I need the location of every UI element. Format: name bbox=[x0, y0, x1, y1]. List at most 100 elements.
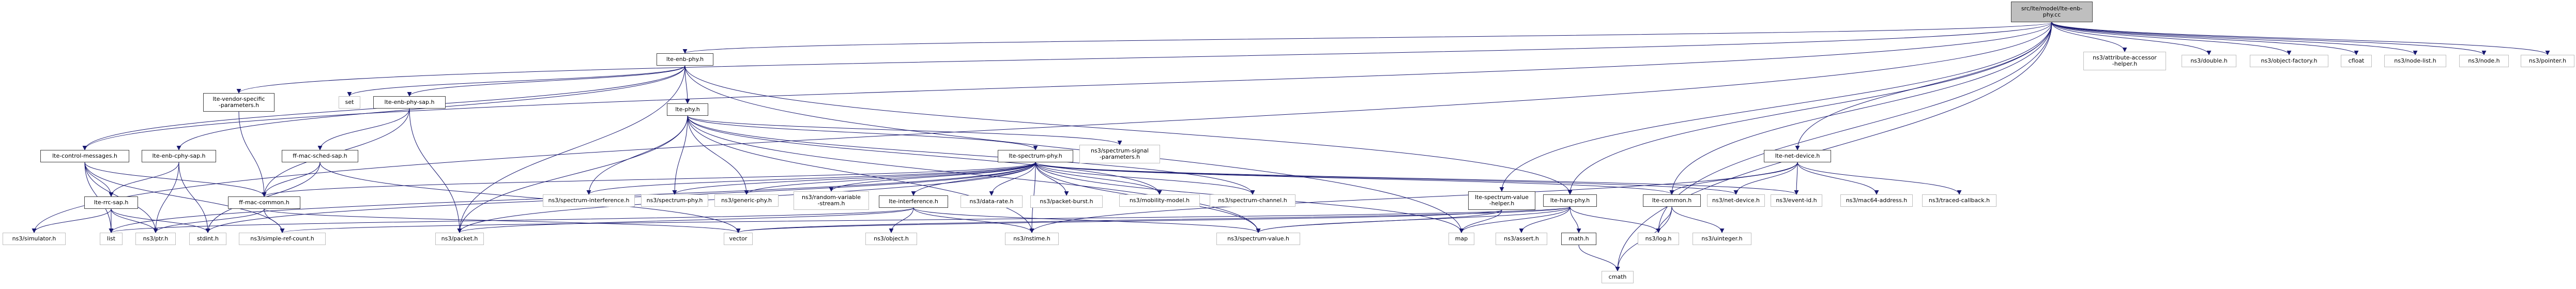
edge-lte-spectrum-phy-h-to-ns3-generic-phy-h bbox=[744, 162, 1036, 195]
node-ns3-simulator-h[interactable]: ns3/simulator.h bbox=[3, 233, 66, 245]
node-ns3-spectrum-channel-h[interactable]: ns3/spectrum-channel.h bbox=[1210, 194, 1295, 207]
node-lte-control-messages-h[interactable]: lte-control-messages.h bbox=[40, 150, 129, 162]
node-lte-harq-phy-h[interactable]: lte-harq-phy.h bbox=[1543, 194, 1597, 207]
edge-lte-enb-phy-h-to-map bbox=[684, 65, 1464, 233]
node-ns3-double-h[interactable]: ns3/double.h bbox=[2182, 55, 2236, 67]
node-ns3-packet-h[interactable]: ns3/packet.h bbox=[435, 233, 484, 245]
edge-lte-spectrum-phy-h-to-ns3-random-variable-stream-h bbox=[829, 162, 1036, 192]
edge-root-to-ns3-pointer-h bbox=[2051, 22, 2550, 55]
node-map[interactable]: map bbox=[1449, 233, 1474, 245]
node-math-h[interactable]: math.h bbox=[1561, 233, 1596, 245]
node-vector[interactable]: vector bbox=[724, 233, 753, 245]
node-ns3-mac64-address-h[interactable]: ns3/mac64-address.h bbox=[1840, 194, 1913, 207]
edge-lte-rrc-sap-h-to-ns3-simulator-h bbox=[32, 208, 112, 233]
edge-lte-net-device-h-to-ns3-traced-callback-h bbox=[1797, 162, 1962, 195]
node-lte-common-h[interactable]: lte-common.h bbox=[1643, 194, 1701, 207]
node-lte-net-device-h[interactable]: lte-net-device.h bbox=[1764, 150, 1831, 162]
node-ns3-nstime-h[interactable]: ns3/nstime.h bbox=[1005, 233, 1059, 245]
edge-lte-enb-phy-sap-h-to-ns3-packet-h bbox=[409, 108, 462, 233]
edge-lte-enb-phy-h-to-lte-enb-phy-sap-h bbox=[407, 65, 685, 97]
node-set[interactable]: set bbox=[339, 96, 360, 109]
node-ns3-attribute-accessor-helper-h[interactable]: ns3/attribute-accessor -helper.h bbox=[2083, 52, 2166, 70]
edge-lte-harq-phy-h-to-vector bbox=[736, 206, 1571, 233]
node-ns3-generic-phy-h[interactable]: ns3/generic-phy.h bbox=[714, 194, 779, 207]
node-lte-vendor-specific-parameters-h[interactable]: lte-vendor-specific -parameters.h bbox=[203, 93, 275, 112]
node-list[interactable]: list bbox=[100, 233, 123, 245]
node-ns3-net-device-h[interactable]: ns3/net-device.h bbox=[1707, 194, 1765, 207]
edge-lte-harq-phy-h-to-ns3-log-h bbox=[1569, 206, 1661, 233]
node-ff-mac-sched-sap-h[interactable]: ff-mac-sched-sap.h bbox=[282, 150, 358, 162]
node-lte-enb-cphy-sap-h[interactable]: lte-enb-cphy-sap.h bbox=[142, 150, 216, 162]
node-stdint-h[interactable]: stdint.h bbox=[189, 233, 226, 245]
edge-lte-harq-phy-h-to-ns3-spectrum-value-h bbox=[1256, 206, 1571, 233]
edge-lte-spectrum-phy-h-to-ns3-spectrum-interference-h bbox=[586, 162, 1036, 195]
edge-lte-common-h-to-ns3-log-h bbox=[1656, 206, 1672, 233]
edge-ff-mac-common-h-to-vector bbox=[264, 208, 741, 233]
node-ns3-node-list-h[interactable]: ns3/node-list.h bbox=[2384, 55, 2446, 67]
edge-math-h-to-cmath bbox=[1578, 245, 1620, 271]
edge-lte-spectrum-phy-h-to-ns3-spectrum-phy-h bbox=[672, 162, 1036, 195]
node-cmath[interactable]: cmath bbox=[1602, 271, 1634, 283]
node-lte-rrc-sap-h[interactable]: lte-rrc-sap.h bbox=[84, 196, 138, 209]
edge-lte-net-device-h-to-lte-common-h bbox=[1669, 162, 1798, 195]
edge-lte-spectrum-phy-h-to-ns3-spectrum-channel-h bbox=[1035, 162, 1255, 195]
edge-lte-enb-phy-h-to-lte-phy-h bbox=[684, 65, 690, 104]
edge-lte-enb-phy-h-to-set bbox=[347, 65, 685, 97]
node-ns3-traced-callback-h[interactable]: ns3/traced-callback.h bbox=[1922, 194, 1996, 207]
node-lte-enb-phy-h[interactable]: lte-enb-phy.h bbox=[657, 53, 713, 66]
node-ns3-assert-h[interactable]: ns3/assert.h bbox=[1496, 233, 1547, 245]
node-ns3-pointer-h[interactable]: ns3/pointer.h bbox=[2521, 55, 2574, 67]
edge-lte-interference-h-to-ns3-spectrum-value-h bbox=[913, 207, 1261, 233]
edge-lte-harq-phy-h-to-math-h bbox=[1569, 206, 1581, 233]
edge-lte-enb-cphy-sap-h-to-stdint-h bbox=[178, 162, 210, 233]
edge-ff-mac-sched-sap-h-to-ff-mac-common-h bbox=[262, 162, 321, 197]
edge-lte-vendor-specific-parameters-h-to-ff-mac-common-h bbox=[238, 111, 267, 197]
edge-lte-net-device-h-to-ns3-mac64-address-h bbox=[1797, 162, 1879, 195]
node-ns3-packet-burst-h[interactable]: ns3/packet-burst.h bbox=[1030, 195, 1103, 208]
node-lte-spectrum-phy-h[interactable]: lte-spectrum-phy.h bbox=[998, 150, 1073, 162]
edge-lte-interference-h-to-ns3-packet-h bbox=[457, 207, 914, 233]
edge-lte-enb-cphy-sap-h-to-lte-rrc-sap-h bbox=[109, 162, 179, 197]
node-lte-spectrum-value-helper-h[interactable]: lte-spectrum-value -helper.h bbox=[1468, 191, 1535, 210]
edge-lte-rrc-sap-h-to-ns3-ptr-h bbox=[111, 208, 158, 233]
node-ns3-node-h[interactable]: ns3/node.h bbox=[2459, 55, 2509, 67]
edge-lte-interference-h-to-ns3-object-h bbox=[889, 207, 914, 233]
node-cfloat[interactable]: cfloat bbox=[2341, 55, 2372, 67]
node-lte-phy-h[interactable]: lte-phy.h bbox=[667, 103, 708, 116]
edge-root-to-ns3-simulator-h bbox=[32, 22, 2052, 233]
edge-lte-control-messages-h-to-lte-rrc-sap-h bbox=[84, 162, 114, 197]
node-ns3-object-factory-h[interactable]: ns3/object-factory.h bbox=[2250, 55, 2328, 67]
edge-lte-phy-h-to-ns3-spectrum-channel-h bbox=[687, 115, 1255, 195]
node-ns3-uinteger-h[interactable]: ns3/uinteger.h bbox=[1693, 233, 1751, 245]
edge-root-to-cmath bbox=[1615, 22, 2052, 271]
node-ns3-simple-ref-count-h[interactable]: ns3/simple-ref-count.h bbox=[239, 233, 326, 245]
edge-lte-phy-h-to-ns3-spectrum-value-h bbox=[687, 115, 1261, 233]
edge-lte-interference-h-to-list bbox=[109, 207, 914, 233]
node-root-file[interactable]: src/lte/model/lte-enb-phy.cc bbox=[2011, 2, 2093, 22]
node-ns3-spectrum-phy-h[interactable]: ns3/spectrum-phy.h bbox=[641, 194, 708, 207]
node-ns3-ptr-h[interactable]: ns3/ptr.h bbox=[135, 233, 176, 245]
edge-root-to-lte-spectrum-value-helper-h bbox=[1499, 22, 2052, 192]
node-ns3-random-variable-stream-h[interactable]: ns3/random-variable -stream.h bbox=[794, 191, 869, 210]
edge-root-to-ns3-node-list-h bbox=[2051, 22, 2418, 55]
edge-root-to-cfloat bbox=[2051, 22, 2359, 55]
node-ns3-log-h[interactable]: ns3/log.h bbox=[1638, 233, 1679, 245]
node-lte-interference-h[interactable]: lte-interference.h bbox=[879, 195, 948, 208]
edge-root-to-ns3-node-h bbox=[2051, 22, 2487, 55]
node-ns3-data-rate-h[interactable]: ns3/data-rate.h bbox=[961, 195, 1023, 208]
node-ff-mac-common-h[interactable]: ff-mac-common.h bbox=[228, 196, 300, 209]
node-ns3-event-id-h[interactable]: ns3/event-id.h bbox=[1771, 194, 1822, 207]
edge-root-to-lte-common-h bbox=[1669, 22, 2052, 195]
edge-lte-net-device-h-to-ns3-event-id-h bbox=[1794, 162, 1799, 195]
edge-root-to-ns3-object-factory-h bbox=[2051, 22, 2292, 55]
edge-lte-control-messages-h-to-ff-mac-common-h bbox=[84, 162, 267, 197]
edge-root-to-lte-control-messages-h bbox=[82, 22, 2052, 150]
node-ns3-spectrum-value-h[interactable]: ns3/spectrum-value.h bbox=[1216, 233, 1300, 245]
node-ns3-mobility-model-h[interactable]: ns3/mobility-model.h bbox=[1119, 194, 1200, 207]
edge-lte-common-h-to-ns3-uinteger-h bbox=[1671, 206, 1725, 233]
node-ns3-object-h[interactable]: ns3/object.h bbox=[865, 233, 917, 245]
edge-lte-phy-h-to-ns3-packet-h bbox=[457, 115, 688, 233]
node-lte-enb-phy-sap-h[interactable]: lte-enb-phy-sap.h bbox=[373, 96, 446, 109]
node-ns3-spectrum-signal-parameters-h[interactable]: ns3/spectrum-signal -parameters.h bbox=[1079, 145, 1160, 163]
node-ns3-spectrum-interference-h[interactable]: ns3/spectrum-interference.h bbox=[543, 194, 635, 207]
